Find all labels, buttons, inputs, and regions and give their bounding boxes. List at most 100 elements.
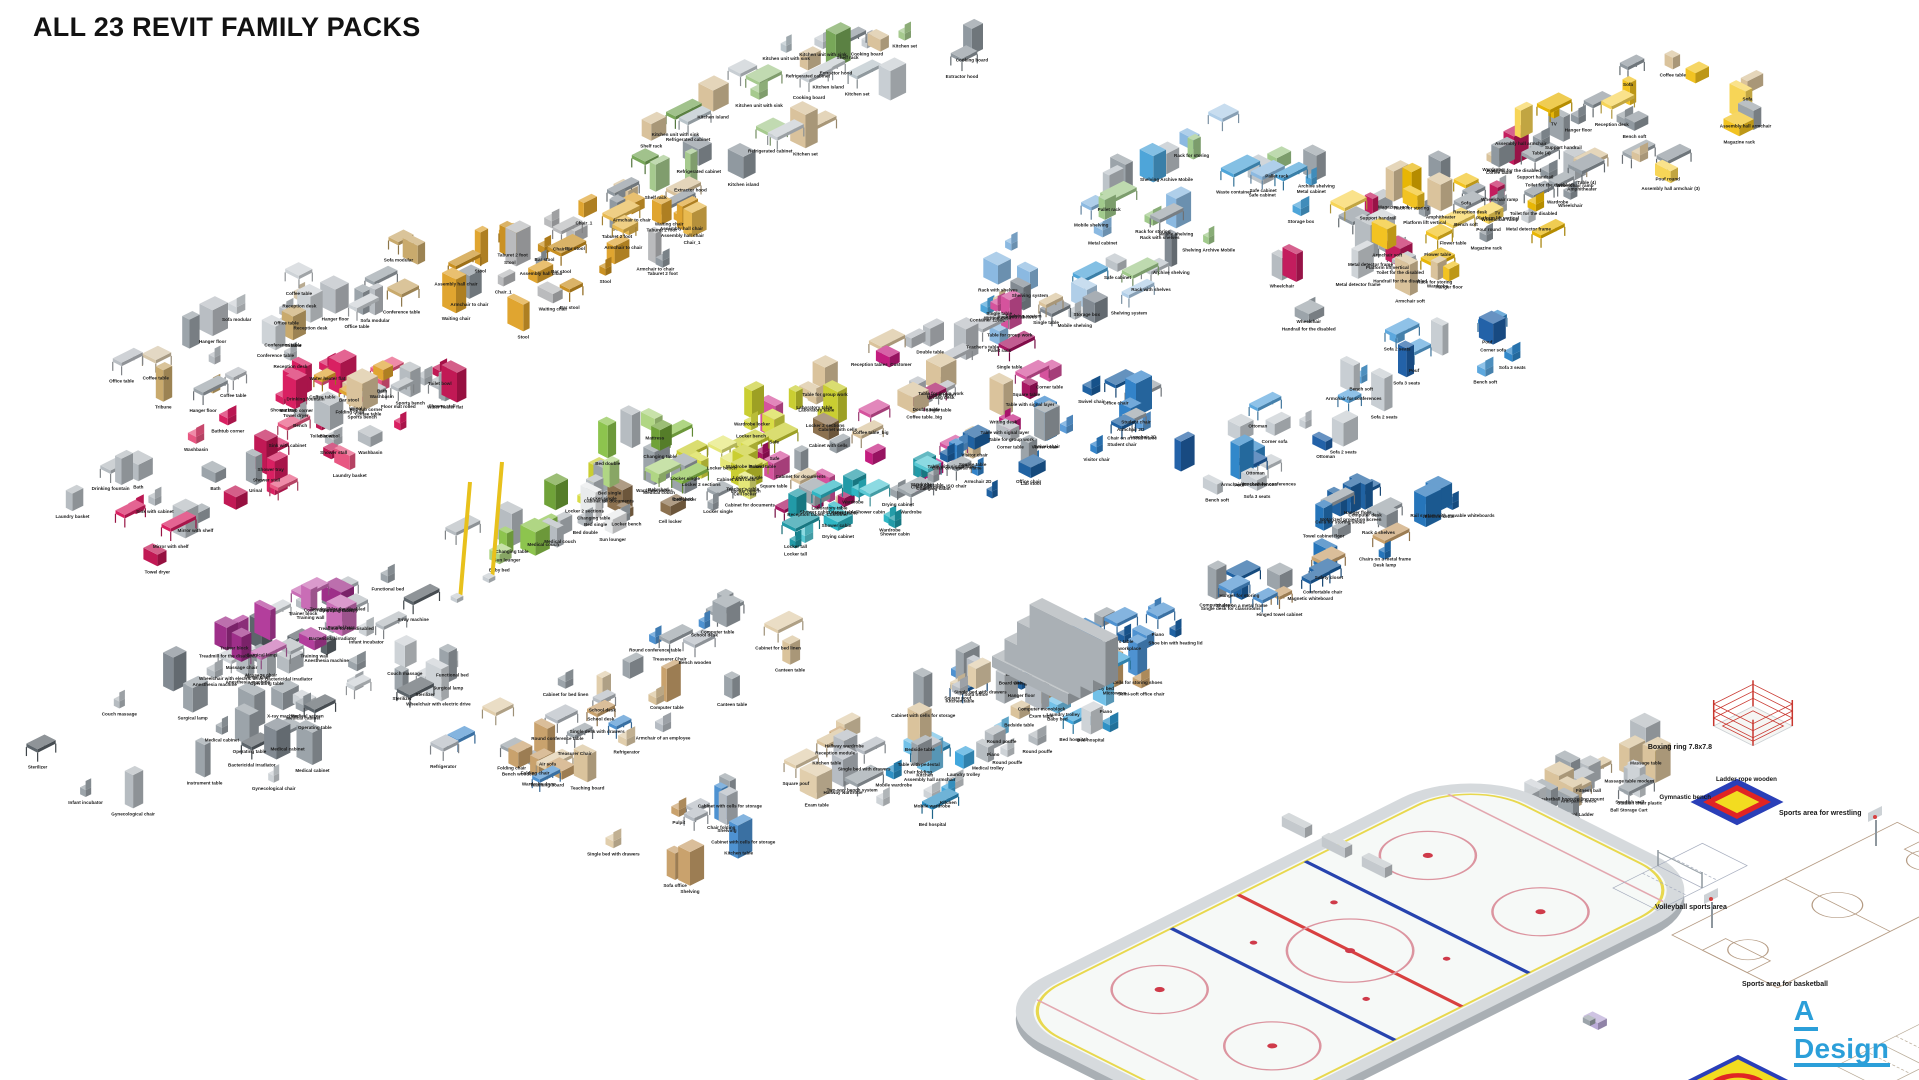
logo-line-design: Design — [1794, 1034, 1890, 1068]
svg-text:Training wall: Training wall — [297, 615, 325, 620]
svg-text:Support handrail: Support handrail — [1360, 216, 1397, 221]
svg-text:Shoe bin with heating lid: Shoe bin with heating lid — [1148, 640, 1202, 645]
svg-text:Cabinet with cells: Cabinet with cells — [717, 477, 756, 482]
svg-text:Cabinet with cells: Cabinet with cells — [809, 443, 848, 448]
svg-text:Lab stool: Lab stool — [1021, 481, 1041, 486]
svg-text:Drying cabinet: Drying cabinet — [882, 502, 914, 507]
svg-text:Locker single: Locker single — [703, 509, 733, 514]
svg-text:Infant incubator: Infant incubator — [68, 800, 103, 805]
svg-text:Taburet 2 foot: Taburet 2 foot — [646, 228, 677, 233]
svg-text:Wheelchair with electric drive: Wheelchair with electric drive — [199, 676, 264, 681]
svg-text:Bunk bed: Bunk bed — [672, 496, 693, 501]
svg-text:Stool: Stool — [518, 334, 529, 339]
svg-text:Couch for physiotherapy: Couch for physiotherapy — [304, 608, 359, 613]
svg-text:Shower cabin: Shower cabin — [822, 523, 852, 528]
svg-text:Two-way bench system: Two-way bench system — [827, 787, 878, 792]
brand-logo[interactable]: A Design — [1794, 996, 1890, 1068]
svg-text:Waiting chair: Waiting chair — [539, 306, 568, 311]
svg-text:Safe: Safe — [769, 440, 779, 445]
svg-text:Assembly hall chair: Assembly hall chair — [520, 271, 563, 276]
svg-text:Massage chair: Massage chair — [245, 672, 277, 677]
svg-text:Washbasin: Washbasin — [358, 450, 382, 455]
svg-text:Sterilizer: Sterilizer — [393, 696, 413, 701]
basketball-hoop — [1704, 888, 1718, 928]
svg-text:Armchair to chair: Armchair to chair — [604, 245, 642, 250]
logo-line-a: A — [1794, 996, 1818, 1031]
svg-text:Writing desk: Writing desk — [984, 315, 1012, 320]
svg-text:Storage box: Storage box — [1288, 219, 1315, 224]
svg-text:Bedside table: Bedside table — [1004, 722, 1034, 727]
svg-text:Sofa modular: Sofa modular — [222, 317, 252, 322]
svg-text:Bench soft: Bench soft — [1473, 380, 1497, 385]
svg-text:X-ray machine: X-ray machine — [397, 617, 429, 622]
svg-text:Chair_1: Chair_1 — [575, 221, 592, 226]
svg-text:Medical trolley: Medical trolley — [972, 766, 1004, 771]
svg-text:Wardrobe locker: Wardrobe locker — [734, 421, 770, 426]
svg-text:Conference table: Conference table — [257, 353, 295, 358]
svg-text:TV: TV — [1495, 210, 1502, 215]
svg-text:Boxing ring 7.8x7.8: Boxing ring 7.8x7.8 — [1648, 744, 1712, 751]
svg-text:Platform lift vertical: Platform lift vertical — [1476, 216, 1519, 221]
svg-text:Canteen table: Canteen table — [717, 702, 748, 707]
svg-text:Corner table: Corner table — [1036, 385, 1064, 390]
svg-text:Refrigerated cabinet: Refrigerated cabinet — [748, 149, 793, 154]
svg-text:Assembly hall chair: Assembly hall chair — [434, 281, 477, 286]
svg-text:Hanger floor: Hanger floor — [1008, 693, 1036, 698]
svg-text:Bench wooden: Bench wooden — [502, 771, 535, 776]
svg-text:Tribune: Tribune — [285, 343, 302, 348]
svg-text:Metal detector frame: Metal detector frame — [1336, 282, 1381, 287]
svg-text:Storage box: Storage box — [1074, 312, 1101, 317]
svg-text:Single table: Single table — [986, 311, 1012, 316]
svg-text:TV: TV — [1551, 122, 1558, 127]
svg-text:Handrail for the disabled: Handrail for the disabled — [1373, 279, 1427, 284]
svg-text:Round pouffe: Round pouffe — [987, 739, 1017, 744]
svg-text:Surgical lamp: Surgical lamp — [433, 685, 463, 690]
svg-text:Fitness ball: Fitness ball — [1576, 788, 1601, 793]
svg-text:Training wall: Training wall — [301, 653, 329, 658]
svg-text:Water heater flat: Water heater flat — [309, 376, 345, 381]
svg-text:Medical couch: Medical couch — [643, 490, 675, 495]
svg-text:Exam table: Exam table — [1029, 713, 1054, 718]
svg-text:Pallet rack: Pallet rack — [1098, 207, 1121, 212]
svg-text:Table with signal layer: Table with signal layer — [928, 464, 977, 469]
svg-text:Refrigerated cabinet: Refrigerated cabinet — [786, 74, 831, 79]
svg-text:Sports bench: Sports bench — [348, 414, 378, 419]
cluster-blue-soft — [1174, 309, 1521, 495]
svg-text:Assembly hall armchair: Assembly hall armchair — [1495, 141, 1547, 146]
svg-text:Sofa modular: Sofa modular — [360, 318, 390, 323]
svg-text:Coffee table: Coffee table — [143, 376, 170, 381]
svg-text:Wheelchair: Wheelchair — [1297, 319, 1322, 324]
svg-text:Reception tables_Customer: Reception tables_Customer — [787, 512, 848, 517]
svg-text:Kitchen table: Kitchen table — [724, 850, 753, 855]
svg-text:Shower cabin: Shower cabin — [880, 531, 910, 536]
svg-text:Locker bench: Locker bench — [736, 433, 766, 438]
svg-text:Writing desk: Writing desk — [927, 395, 955, 400]
svg-text:Operating table: Operating table — [233, 749, 267, 754]
svg-text:Locker tall: Locker tall — [784, 544, 807, 549]
svg-text:Sterilizer: Sterilizer — [28, 765, 48, 770]
svg-text:Hanger for storing: Hanger for storing — [1219, 593, 1259, 598]
svg-text:Sofa 3 seats: Sofa 3 seats — [1499, 365, 1526, 370]
svg-text:Double table: Double table — [916, 482, 944, 487]
svg-text:Toilet bowl: Toilet bowl — [428, 381, 452, 386]
svg-text:Bed hospital: Bed hospital — [1077, 737, 1105, 742]
svg-text:Functional bed: Functional bed — [436, 673, 469, 678]
svg-text:Treasurer Chair: Treasurer Chair — [558, 751, 592, 756]
svg-text:Armchair to chair: Armchair to chair — [450, 302, 488, 307]
svg-text:Treasurer Chair: Treasurer Chair — [653, 656, 687, 661]
svg-text:Table for group work: Table for group work — [802, 392, 848, 397]
svg-text:Ottoman: Ottoman — [1246, 471, 1265, 476]
svg-text:Gynecological chair: Gynecological chair — [252, 786, 296, 791]
svg-text:Single bed with drawers: Single bed with drawers — [838, 767, 891, 772]
svg-text:Assembly hall armchair: Assembly hall armchair — [904, 777, 956, 782]
svg-text:Sofa: Sofa — [1623, 82, 1633, 87]
cluster-kitchen — [613, 18, 983, 207]
svg-text:Laboratory table: Laboratory table — [811, 505, 847, 510]
svg-text:Pouf: Pouf — [1234, 483, 1245, 488]
svg-text:Chair folding: Chair folding — [904, 769, 933, 774]
svg-text:Taburet 2 foot: Taburet 2 foot — [647, 271, 678, 276]
svg-text:Square table: Square table — [959, 462, 987, 467]
svg-text:Chair_1: Chair_1 — [495, 290, 512, 295]
